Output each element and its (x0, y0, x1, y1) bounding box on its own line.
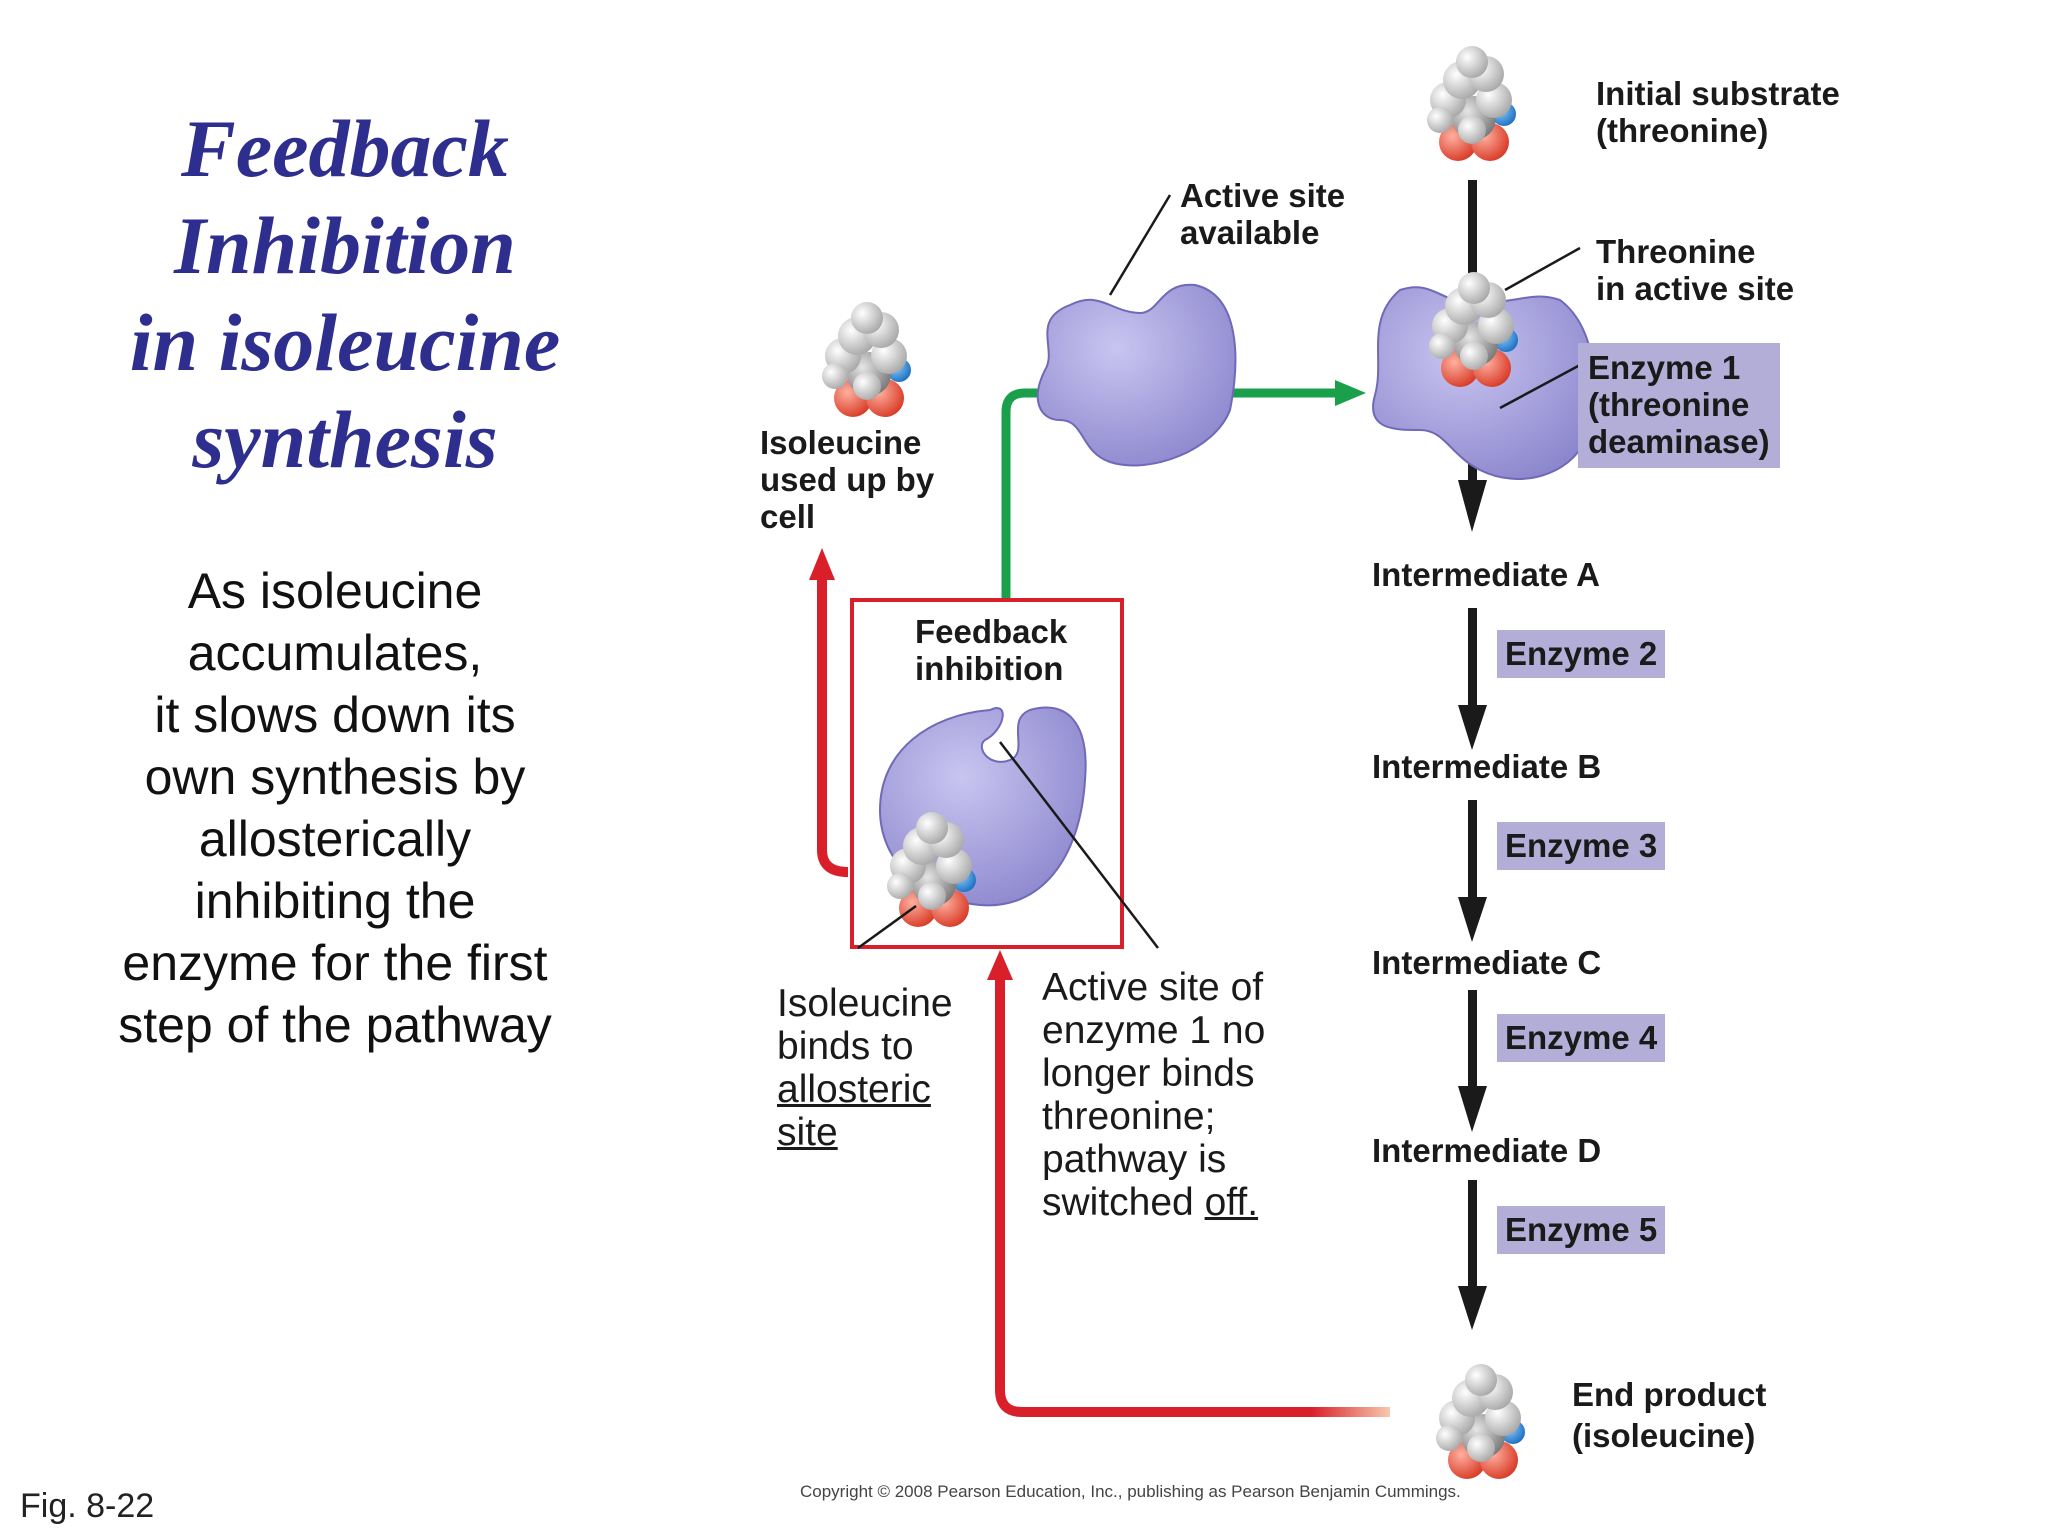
label-line: deaminase) (1588, 423, 1770, 460)
label-line: End product (1572, 1376, 1767, 1413)
label-line: (threonine (1588, 386, 1750, 423)
label-line: Feedback (915, 613, 1068, 650)
label-line: cell (760, 498, 816, 535)
used-up-arrow (809, 548, 849, 877)
description-line: inhibiting the (194, 873, 476, 929)
description-line: own synthesis by (144, 749, 526, 805)
isoleucine-end-product-molecule (1436, 1364, 1525, 1479)
label-fragment: switched (1042, 1181, 1205, 1224)
label-line: Active site of (1042, 966, 1264, 1009)
threonine-molecule (1427, 46, 1516, 161)
intermediate-d-label: Intermediate D (1372, 1132, 1602, 1169)
active-site-enzyme-1-label: Active site of enzyme 1 no longer binds … (1042, 966, 1265, 1224)
label-line: (isoleucine) (1572, 1417, 1756, 1454)
enzyme-4-label: Enzyme 4 (1497, 1014, 1666, 1062)
label-line: Isoleucine (777, 982, 953, 1025)
active-site-available-label: Active site available (1180, 177, 1345, 251)
isoleucine-used-up-label: Isoleucine used up by cell (760, 424, 934, 535)
copyright-notice: Copyright © 2008 Pearson Education, Inc.… (800, 1482, 1461, 1501)
title-line-1: Feedback (181, 103, 509, 194)
label-line: used up by (760, 461, 935, 498)
intermediate-a-label: Intermediate A (1372, 556, 1601, 593)
label-line: Active site (1180, 177, 1346, 214)
label-line: binds to (777, 1025, 914, 1068)
label-line: Threonine (1596, 233, 1756, 270)
label-fragment: off. (1204, 1181, 1259, 1224)
label-line: site (777, 1111, 838, 1154)
threonine-in-active-site-label: Threonine in active site (1596, 233, 1794, 307)
description-line: enzyme for the first (122, 935, 548, 991)
enzyme-2-label: Enzyme 2 (1497, 630, 1666, 678)
leader-lines (857, 194, 1581, 950)
label-line: (threonine) (1596, 112, 1769, 149)
label-line: inhibition (915, 650, 1064, 687)
label-line: longer binds (1042, 1052, 1255, 1095)
label-line: Isoleucine (760, 424, 922, 461)
isoleucine-molecule-top (822, 302, 911, 417)
label-line: switched off. (1042, 1181, 1265, 1224)
label-line: Initial substrate (1596, 75, 1840, 112)
intermediate-c-label: Intermediate C (1372, 944, 1602, 981)
enzyme-active-site-available (1036, 283, 1237, 467)
enzyme-3-label: Enzyme 3 (1497, 822, 1666, 870)
isoleucine-binds-label: Isoleucine binds to allosteric site (777, 982, 953, 1154)
enzyme-1-label: Enzyme 1 (threonine deaminase) (1578, 343, 1780, 468)
title-line-4: synthesis (192, 394, 498, 485)
slide-title: Feedback Inhibition in isoleucine synthe… (80, 100, 610, 488)
label-line: allosteric (777, 1068, 931, 1111)
description-line: As isoleucine (187, 563, 483, 619)
feedback-arrow (987, 950, 1390, 1417)
description-line: step of the pathway (118, 997, 552, 1053)
description-line: accumulates, (187, 625, 483, 681)
title-line-2: Inhibition (174, 200, 516, 291)
figure-label: Fig. 8-22 (20, 1487, 155, 1525)
end-product-label: End product (isoleucine) (1572, 1374, 1766, 1456)
description-text: As isoleucine accumulates, it slows down… (90, 560, 580, 1056)
label-line: in active site (1596, 270, 1795, 307)
description-line: allosterically (198, 811, 472, 867)
title-line-3: in isoleucine (129, 297, 561, 388)
feedback-inhibition-label: Feedback inhibition (915, 613, 1067, 687)
label-line: available (1180, 214, 1320, 251)
activation-arrow (1001, 380, 1366, 600)
label-line: enzyme 1 no (1042, 1009, 1266, 1052)
initial-substrate-label: Initial substrate (threonine) (1596, 75, 1840, 149)
label-line: pathway is (1042, 1138, 1227, 1181)
intermediate-b-label: Intermediate B (1372, 748, 1602, 785)
enzyme-5-label: Enzyme 5 (1497, 1206, 1666, 1254)
label-line: Enzyme 1 (1588, 349, 1741, 386)
description-line: it slows down its (154, 687, 516, 743)
label-line: threonine; (1042, 1095, 1216, 1138)
